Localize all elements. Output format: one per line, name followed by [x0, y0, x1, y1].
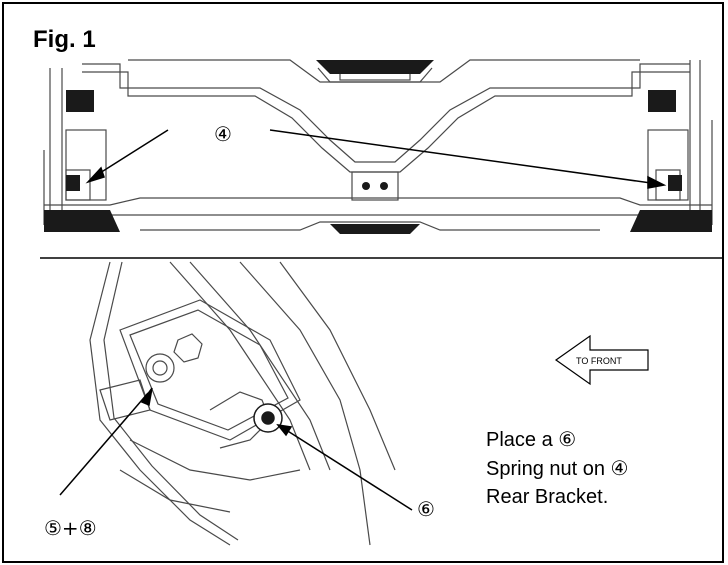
to-front-label: TO FRONT	[576, 356, 622, 366]
spring-nut-drawing	[253, 403, 283, 433]
top-leader-arrows	[85, 129, 667, 189]
instruction-line-3: Rear Bracket.	[486, 486, 609, 508]
instruction-text: Place a ⑥ Spring nut on ④ Rear Bracket.	[486, 425, 628, 511]
bottom-leader-arrows	[59, 387, 413, 511]
callout-top-part: ④	[214, 122, 232, 146]
callout-bolt-combo: ⑤+⑧	[44, 516, 97, 540]
callout-spring-nut: ⑥	[417, 497, 435, 521]
frame-shading	[44, 60, 712, 234]
bracket-closeup-drawing	[89, 261, 396, 546]
instruction-line-2: Spring nut on ④	[486, 456, 629, 480]
to-front-arrow: TO FRONT	[554, 334, 649, 386]
instruction-line-1: Place a ⑥	[486, 427, 577, 451]
figure-title: Fig. 1	[33, 26, 96, 53]
rear-frame-drawing	[43, 59, 713, 231]
